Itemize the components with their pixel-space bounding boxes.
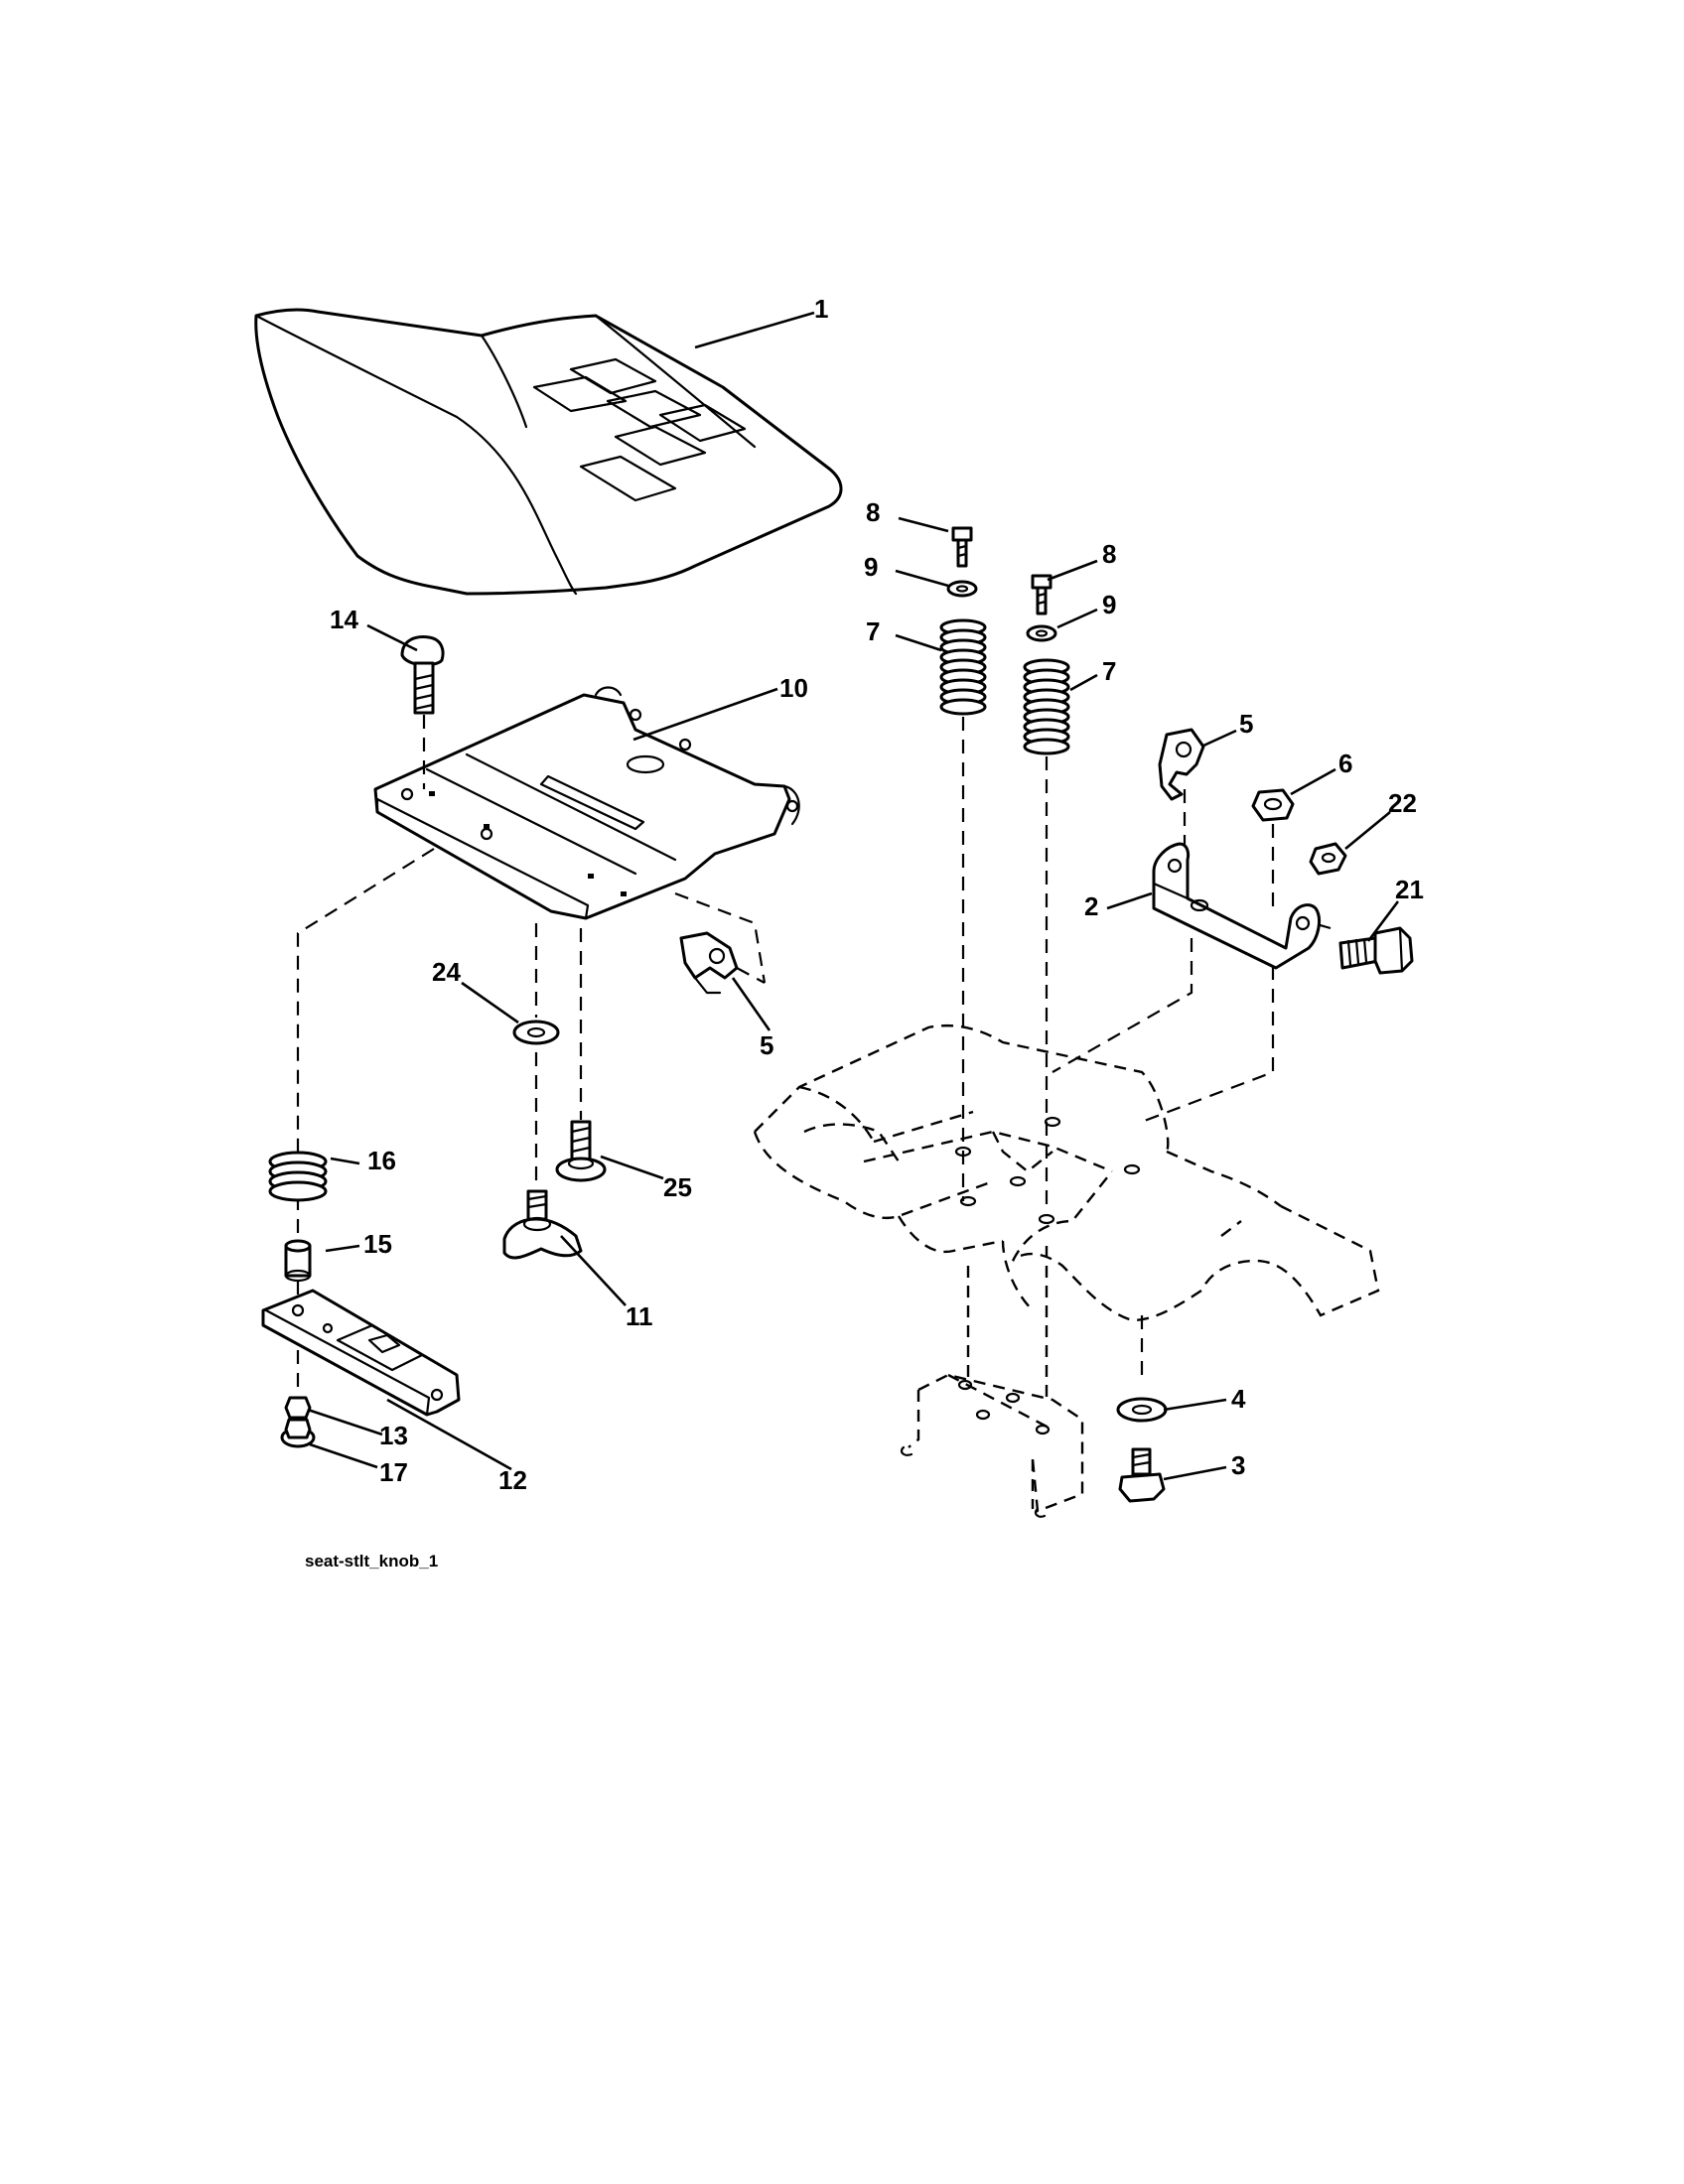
bolt-8-left[interactable]	[951, 526, 973, 568]
adjustment-knob[interactable]	[502, 1189, 583, 1260]
callout-8-left: 8	[866, 497, 880, 527]
seat-pan[interactable]	[373, 686, 800, 920]
callout-22: 22	[1388, 788, 1417, 818]
callout-11: 11	[626, 1301, 653, 1331]
callout-4: 4	[1231, 1384, 1246, 1414]
callout-2: 2	[1084, 891, 1098, 921]
callout-25: 25	[663, 1172, 692, 1202]
shoulder-bolt-21[interactable]	[1338, 926, 1414, 975]
pivot-clip-left[interactable]	[679, 931, 739, 995]
compression-spring-16[interactable]	[268, 1151, 328, 1202]
flange-nut-17[interactable]	[280, 1418, 316, 1448]
callout-7-right: 7	[1102, 656, 1116, 686]
bolt-8-right[interactable]	[1031, 574, 1052, 615]
callout-5-right: 5	[1239, 709, 1253, 739]
hidden-line-clip-b	[736, 967, 766, 984]
callout-8-right: 8	[1102, 539, 1116, 569]
nut-22[interactable]	[1309, 842, 1347, 876]
washer-4[interactable]	[1116, 1397, 1168, 1423]
pivot-bracket[interactable]	[1152, 842, 1321, 970]
callout-6: 6	[1338, 749, 1352, 778]
shoulder-bolt-25[interactable]	[555, 1120, 607, 1182]
callout-16: 16	[367, 1146, 396, 1175]
tractor-frame-fender	[753, 1024, 1380, 1518]
pivot-clip-right[interactable]	[1158, 728, 1205, 801]
hex-nut-13[interactable]	[284, 1396, 312, 1420]
callout-1: 1	[814, 294, 828, 324]
coil-spring-7-left[interactable]	[939, 618, 987, 716]
callout-7-left: 7	[866, 616, 880, 646]
callout-24: 24	[432, 957, 461, 987]
coil-spring-7-right[interactable]	[1023, 658, 1070, 755]
flange-bolt-3[interactable]	[1118, 1447, 1166, 1503]
leader-lines	[307, 311, 1400, 1481]
callout-15: 15	[363, 1229, 392, 1259]
callout-13: 13	[379, 1421, 408, 1450]
washer-9-right[interactable]	[1026, 624, 1057, 642]
callout-9-left: 9	[864, 552, 878, 582]
washer-9-left[interactable]	[946, 580, 978, 598]
spacer-15[interactable]	[284, 1239, 312, 1283]
seat[interactable]	[254, 308, 843, 596]
callout-5-left: 5	[760, 1030, 773, 1060]
carriage-bolt[interactable]	[400, 635, 445, 715]
alignment-line-bracket-1	[1052, 938, 1193, 1073]
callout-21: 21	[1395, 875, 1424, 904]
callout-14: 14	[330, 605, 358, 634]
callout-3: 3	[1231, 1450, 1245, 1480]
flat-washer-24[interactable]	[512, 1020, 560, 1045]
alignment-line-pan-16	[296, 848, 435, 1152]
seat-slide-bracket[interactable]	[261, 1289, 461, 1417]
callout-17: 17	[379, 1457, 408, 1487]
callout-9-right: 9	[1102, 590, 1116, 619]
diagram-id: seat-stlt_knob_1	[305, 1552, 438, 1570]
callout-12: 12	[498, 1465, 527, 1495]
callout-10: 10	[779, 673, 808, 703]
alignment-line-bracket-2	[1141, 943, 1275, 1124]
seat-cushion-pads	[532, 357, 747, 502]
hidden-line-clip	[674, 891, 767, 984]
hex-nut-6[interactable]	[1251, 788, 1295, 822]
